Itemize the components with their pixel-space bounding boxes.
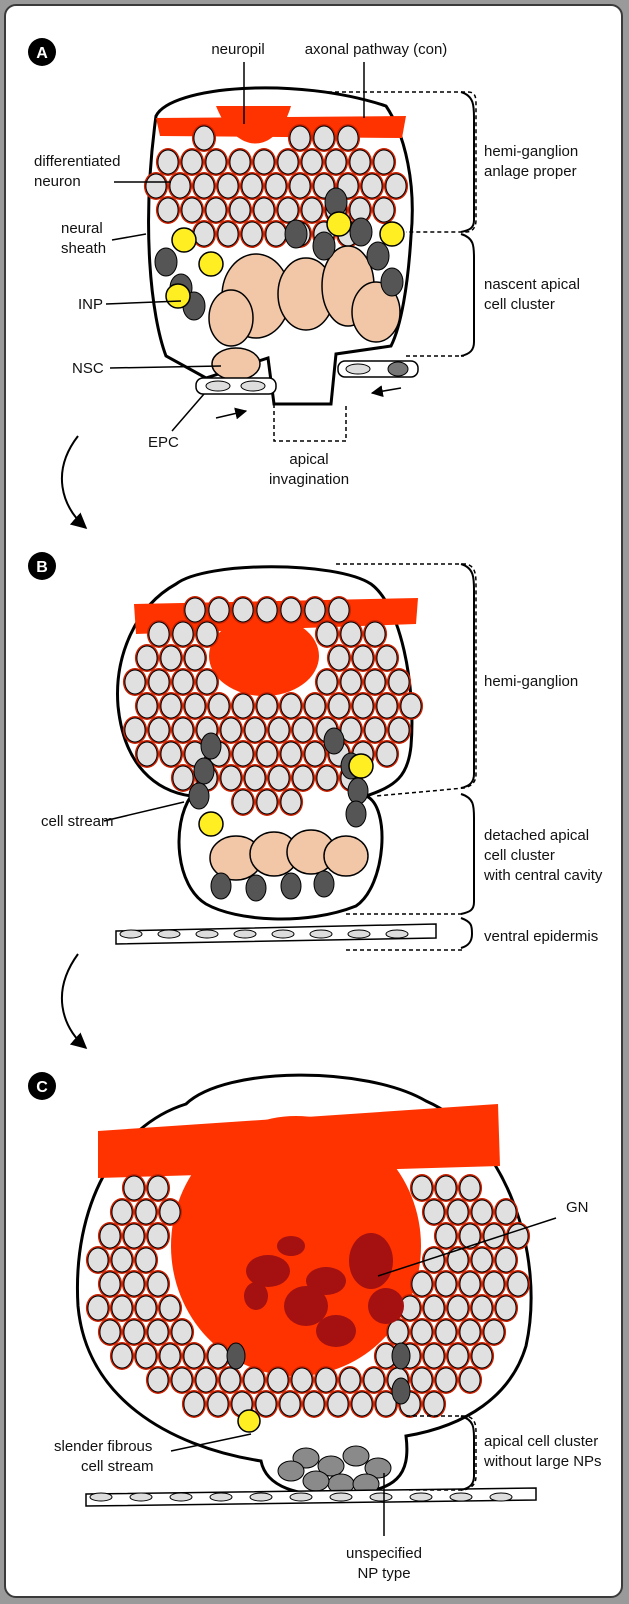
label-apical-without-1: apical cell cluster <box>484 1433 598 1450</box>
label-differentiated-1: differentiated <box>34 153 120 170</box>
label-slender-2: cell stream <box>81 1458 154 1475</box>
label-unspecified-1: unspecified <box>346 1545 422 1562</box>
label-nsc: NSC <box>72 360 104 377</box>
label-neuropil: neuropil <box>211 41 264 58</box>
epidermis-b <box>116 924 436 944</box>
label-detached-1: detached apical <box>484 827 589 844</box>
label-epc: EPC <box>148 434 179 451</box>
label-nascent-1: nascent apical <box>484 276 580 293</box>
label-hemi-ganglion: hemi-ganglion <box>484 673 578 690</box>
label-detached-2: cell cluster <box>484 847 555 864</box>
panel-a: A neuropil axonal path <box>28 38 580 528</box>
label-detached-3: with central cavity <box>483 867 603 884</box>
label-apical-without-2: without large NPs <box>483 1453 602 1470</box>
ganglion-c <box>77 1075 531 1495</box>
figure-frame: A neuropil axonal path <box>4 4 623 1598</box>
label-apical-invagination-2: invagination <box>269 471 349 488</box>
panel-a-letter: A <box>36 45 48 62</box>
label-anlage-1: hemi-ganglion <box>484 143 578 160</box>
label-slender-1: slender fibrous <box>54 1438 152 1455</box>
panel-c-letter: C <box>36 1079 48 1096</box>
label-neural-sheath-1: neural <box>61 220 103 237</box>
label-cell-stream: cell stream <box>41 813 114 830</box>
panel-b-letter: B <box>36 559 48 576</box>
epidermis-c <box>86 1488 536 1506</box>
label-neural-sheath-2: sheath <box>61 240 106 257</box>
ganglion-a <box>144 88 412 404</box>
label-gn: GN <box>566 1199 589 1216</box>
ganglion-b <box>118 567 424 919</box>
label-anlage-2: anlage proper <box>484 163 577 180</box>
label-differentiated-2: neuron <box>34 173 81 190</box>
label-ventral-epidermis: ventral epidermis <box>484 928 598 945</box>
transition-arrow-bc <box>62 954 86 1048</box>
label-axonal-pathway: axonal pathway (con) <box>305 41 448 58</box>
label-unspecified-2: NP type <box>357 1565 410 1582</box>
diagram-canvas: A neuropil axonal path <box>6 6 623 1598</box>
label-nascent-2: cell cluster <box>484 296 555 313</box>
panel-c: C GN slender fibrous cell stream apical … <box>28 1072 602 1582</box>
label-apical-invagination-1: apical <box>289 451 328 468</box>
transition-arrow-ab <box>62 436 86 528</box>
panel-b: B hemi-ganglion cell stream detached api… <box>28 552 603 1048</box>
label-inp: INP <box>78 296 103 313</box>
